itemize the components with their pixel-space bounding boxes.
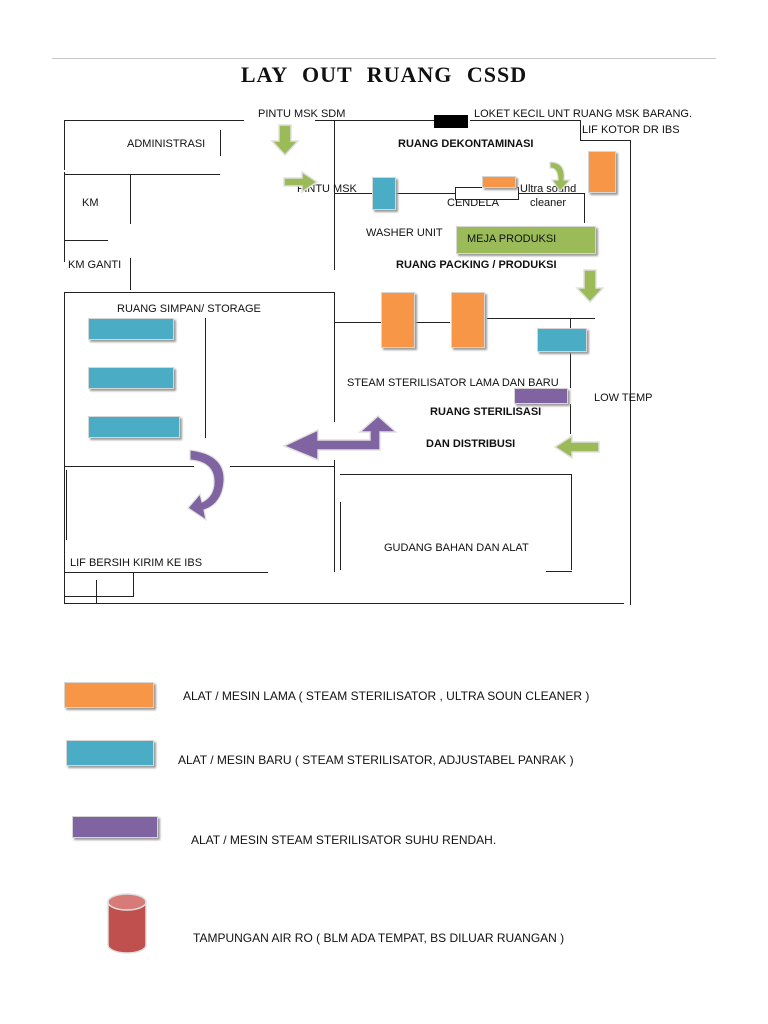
arrow-down-icon: [575, 269, 605, 304]
wall: [64, 596, 134, 597]
label-loket: LOKET KECIL UNT RUANG MSK BARANG.: [474, 108, 693, 120]
label-ruang-packing: RUANG PACKING / PRODUKSI: [396, 259, 557, 271]
wall: [335, 193, 375, 194]
curved-arrow-icon: [549, 161, 572, 192]
wall: [546, 571, 572, 572]
arrow-left-icon: [553, 434, 600, 460]
washer-unit-machine: [372, 177, 396, 210]
wall: [570, 404, 571, 434]
cylinder-icon: [107, 893, 147, 954]
storage-rack-1: [88, 318, 174, 340]
cendela-window: [455, 187, 519, 200]
loket-window: [434, 115, 468, 128]
steam-sterilisator-old-1: [381, 292, 415, 348]
legend-swatch-blue: [66, 740, 154, 766]
steam-sterilisator-old-2: [451, 292, 485, 348]
wall: [230, 466, 334, 467]
wall: [570, 318, 571, 332]
curved-arrow-icon: [187, 449, 225, 522]
legend-text-purple: ALAT / MESIN STEAM STERILISATOR SUHU REN…: [191, 833, 497, 847]
wall: [334, 120, 335, 270]
wall: [64, 120, 244, 121]
wall: [315, 120, 435, 121]
legend-text-blue: ALAT / MESIN BARU ( STEAM STERILISATOR, …: [178, 753, 574, 767]
wall: [487, 318, 595, 319]
wall: [64, 293, 65, 603]
wall: [66, 470, 67, 540]
label-low-temp: LOW TEMP: [594, 392, 653, 404]
legend-swatch-orange: [64, 682, 154, 708]
wall: [133, 572, 134, 596]
wall: [64, 120, 65, 170]
legend-text-cylinder: TAMPUNGAN AIR RO ( BLM ADA TEMPAT, BS DI…: [193, 931, 565, 945]
wall: [335, 322, 381, 323]
label-steam-sterilisator: STEAM STERILISATOR LAMA DAN BARU: [347, 377, 559, 389]
arrow-right-icon: [283, 170, 319, 194]
wall: [130, 174, 131, 224]
wall: [580, 120, 581, 140]
ultrasound-cleaner-machine: [482, 176, 516, 188]
lif-kotor-unit: [588, 151, 616, 193]
wall: [470, 120, 580, 121]
label-washer-unit: WASHER UNIT: [366, 227, 443, 239]
wall: [334, 292, 335, 422]
wall: [410, 322, 450, 323]
label-ultrasound-2: cleaner: [530, 197, 567, 209]
wall: [334, 460, 335, 572]
label-lif-kotor: LIF KOTOR DR IBS: [582, 124, 680, 136]
meja-produksi-label: MEJA PRODUKSI: [467, 233, 557, 245]
page-title: LAY OUT RUANG CSSD: [240, 62, 528, 87]
wall: [630, 140, 631, 605]
label-distribusi: DAN DISTRIBUSI: [426, 438, 516, 450]
wall: [96, 580, 97, 604]
wall: [64, 572, 268, 573]
wall: [205, 318, 206, 438]
wall: [518, 193, 584, 194]
arrow-up-left-icon: [282, 414, 398, 462]
wall: [580, 140, 631, 141]
legend-swatch-purple: [72, 816, 158, 838]
wall: [64, 172, 65, 262]
top-rule: [52, 58, 716, 59]
wall: [571, 474, 572, 570]
wall: [396, 193, 456, 194]
label-ruang-dekontaminasi: RUANG DEKONTAMINASI: [398, 138, 534, 150]
label-gudang: GUDANG BAHAN DAN ALAT: [384, 542, 529, 554]
wall: [340, 474, 572, 475]
meja-produksi: MEJA PRODUKSI: [456, 226, 596, 254]
label-km-ganti: KM GANTI: [68, 259, 122, 271]
label-cendela: CENDELA: [447, 197, 499, 209]
wall: [130, 258, 131, 290]
steam-sterilisator-new: [537, 328, 587, 352]
wall: [584, 193, 585, 223]
wall: [64, 603, 624, 604]
storage-rack-2: [88, 367, 174, 389]
wall: [340, 502, 341, 570]
legend-text-orange: ALAT / MESIN LAMA ( STEAM STERILISATOR ,…: [183, 689, 590, 703]
low-temp-sterilisator: [514, 388, 568, 404]
label-pintu-msk-sdm: PINTU MSK SDM: [258, 108, 346, 120]
storage-rack-3: [88, 416, 180, 438]
wall: [64, 466, 194, 467]
wall: [64, 174, 220, 175]
label-km: KM: [82, 197, 99, 209]
wall: [64, 240, 108, 241]
wall: [64, 292, 334, 293]
label-administrasi: ADMINISTRASI: [127, 138, 206, 150]
wall: [570, 352, 571, 388]
label-lif-bersih: LIF BERSIH KIRIM KE IBS: [70, 557, 203, 569]
label-ruang-simpan: RUANG SIMPAN/ STORAGE: [117, 303, 261, 315]
arrow-down-icon: [270, 124, 300, 157]
label-ruang-sterilisasi: RUANG STERILISASI: [430, 406, 542, 418]
wall: [220, 130, 221, 156]
